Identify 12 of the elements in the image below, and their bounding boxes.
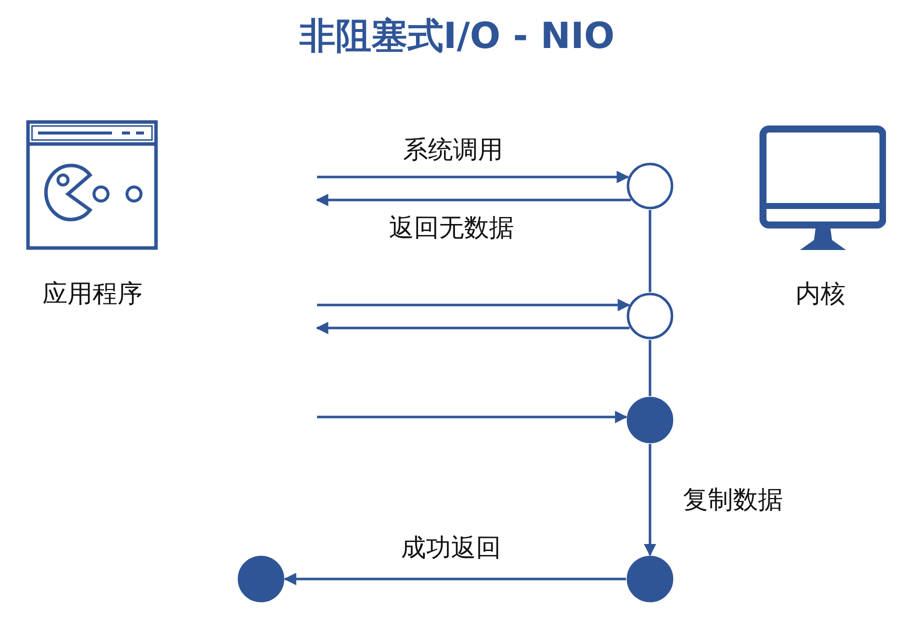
title: 非阻塞式I/O - NIO (298, 15, 616, 59)
arrow (316, 322, 630, 334)
arrow (316, 194, 632, 206)
arrow (317, 410, 628, 424)
arrow (644, 444, 656, 556)
connector-line (648, 340, 652, 396)
connector-line (648, 210, 652, 292)
arrow (284, 572, 626, 586)
node-label: 应用程序 (42, 278, 144, 310)
arrow (317, 298, 630, 312)
node-label: 内核 (794, 278, 846, 310)
arrow (317, 170, 630, 184)
